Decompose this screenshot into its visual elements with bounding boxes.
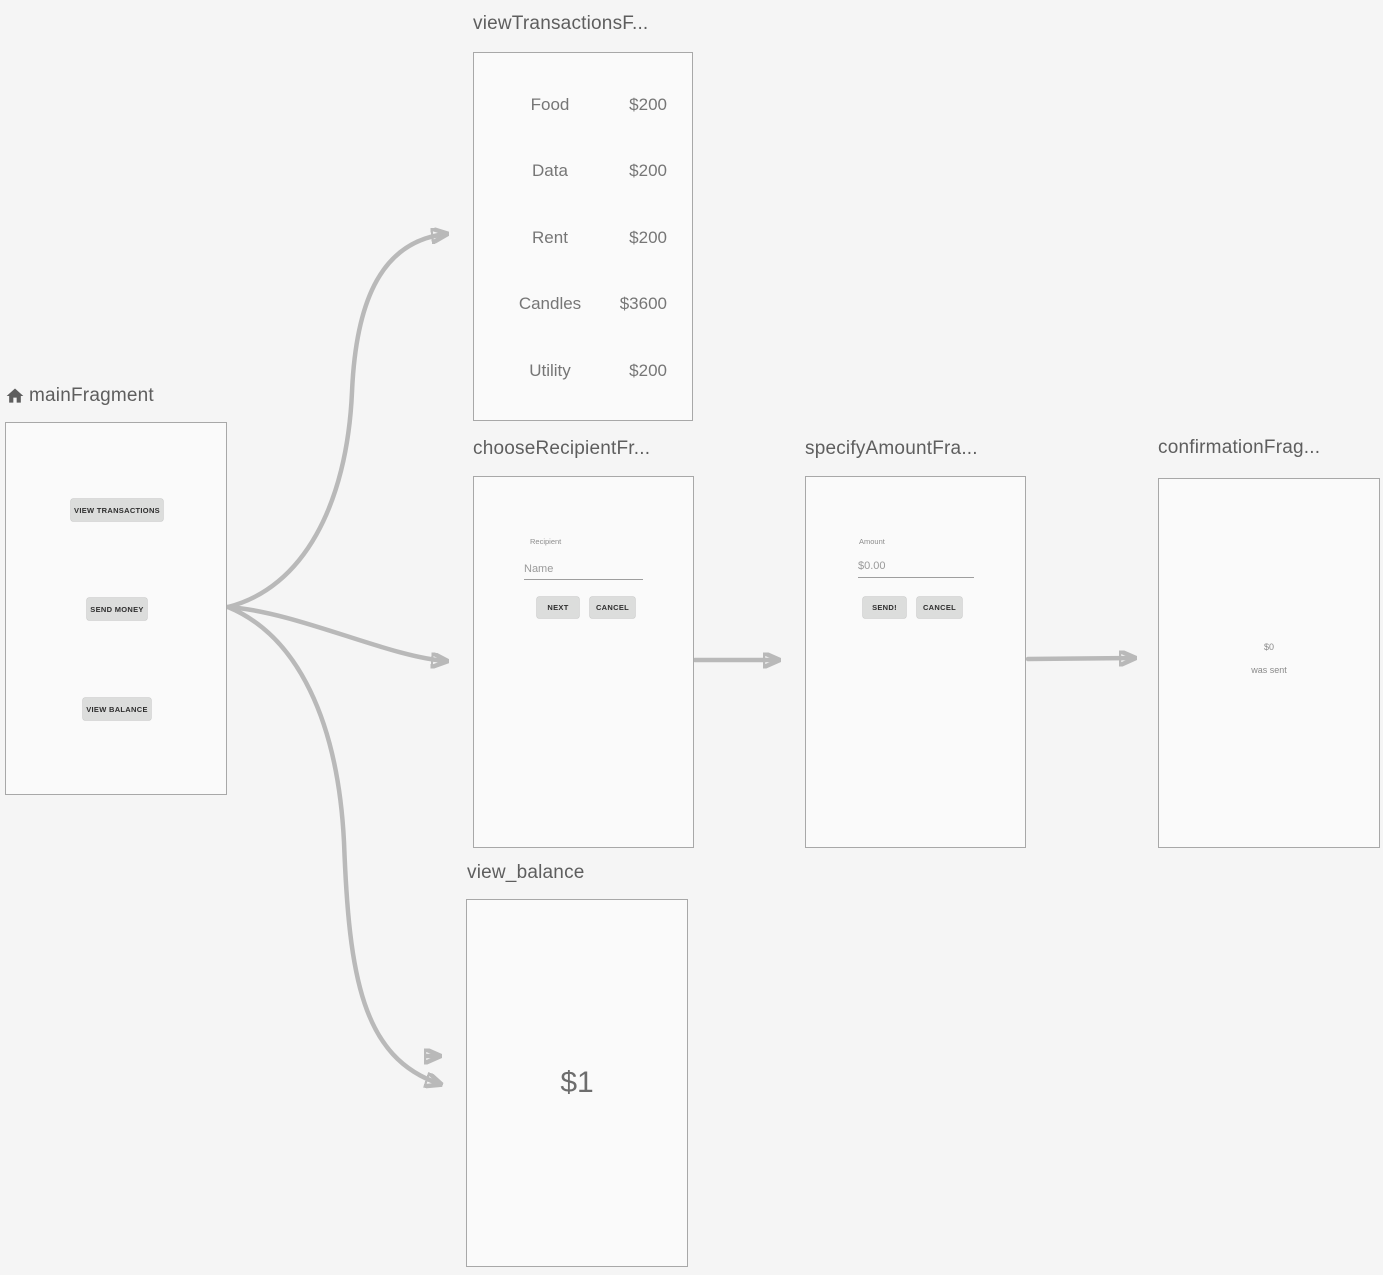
- amount-input-underline: [858, 577, 974, 578]
- transaction-label: Utility: [529, 361, 571, 380]
- home-icon: [6, 388, 24, 403]
- fragment-title-main[interactable]: mainFragment: [5, 385, 154, 407]
- transaction-row: Candles $3600: [474, 293, 692, 315]
- transaction-row: Utility $200: [474, 360, 692, 382]
- view-transactions-button[interactable]: VIEW TRANSACTIONS: [71, 499, 163, 521]
- confirmation-amount: $0: [1263, 642, 1274, 652]
- transaction-amount: $200: [629, 95, 667, 114]
- recipient-field-label: Recipient: [530, 537, 562, 546]
- fragment-chooserecipient[interactable]: Recipient Name NEXT CANCEL: [473, 476, 694, 848]
- fragment-title-chooserecipient-label: chooseRecipientFr...: [473, 438, 651, 459]
- fragment-title-specifyamount[interactable]: specifyAmountFra...: [805, 438, 978, 460]
- transaction-row: Food $200: [474, 94, 692, 116]
- action-specifyamount-to-confirmation[interactable]: [1025, 658, 1134, 659]
- fragment-title-transactions-label: viewTransactionsF...: [473, 13, 649, 34]
- fragment-title-specifyamount-label: specifyAmountFra...: [805, 438, 978, 459]
- send-button[interactable]: SEND!: [863, 597, 906, 618]
- fragment-viewtransactions[interactable]: Food $200 Data $200 Rent $200 Candles $3…: [473, 52, 693, 421]
- transaction-amount: $3600: [619, 294, 667, 313]
- transaction-label: Candles: [518, 294, 582, 313]
- action-main-to-viewtransactions[interactable]: [225, 234, 446, 610]
- balance-amount: $1: [560, 1066, 594, 1099]
- next-button[interactable]: NEXT: [537, 597, 579, 618]
- amount-field-label: Amount: [859, 537, 885, 546]
- transaction-label: Food: [530, 95, 570, 114]
- fragment-title-transactions[interactable]: viewTransactionsF...: [473, 13, 648, 35]
- fragment-title-confirmation[interactable]: confirmationFrag...: [1158, 437, 1320, 459]
- recipient-name-input[interactable]: Name: [524, 563, 554, 575]
- transaction-label: Data: [532, 161, 568, 180]
- fragment-title-viewbalance-label: view_balance: [467, 862, 585, 883]
- transaction-label: Rent: [532, 228, 568, 247]
- transaction-amount: $200: [629, 361, 667, 380]
- action-main-to-viewbalance[interactable]: [225, 604, 440, 1084]
- transaction-amount: $200: [629, 161, 667, 180]
- fragment-title-chooserecipient[interactable]: chooseRecipientFr...: [473, 438, 650, 460]
- cancel-button[interactable]: CANCEL: [917, 597, 962, 618]
- fragment-confirmation[interactable]: $0 was sent: [1158, 478, 1380, 848]
- fragment-title-viewbalance[interactable]: view_balance: [467, 862, 585, 884]
- fragment-title-main-label: mainFragment: [29, 385, 154, 406]
- confirmation-message: was sent: [1251, 665, 1287, 675]
- view-balance-button[interactable]: VIEW BALANCE: [83, 698, 151, 720]
- fragment-specifyamount[interactable]: Amount $0.00 SEND! CANCEL: [805, 476, 1026, 848]
- fragment-viewbalance[interactable]: $1: [466, 899, 688, 1267]
- amount-input[interactable]: $0.00: [858, 560, 886, 572]
- fragment-title-confirmation-label: confirmationFrag...: [1158, 437, 1321, 458]
- cancel-button[interactable]: CANCEL: [590, 597, 635, 618]
- send-money-button[interactable]: SEND MONEY: [87, 598, 147, 620]
- transaction-amount: $200: [629, 228, 667, 247]
- transaction-row: Data $200: [474, 160, 692, 182]
- transaction-row: Rent $200: [474, 227, 692, 249]
- action-main-to-chooserecipient[interactable]: [225, 604, 446, 661]
- recipient-input-underline: [524, 579, 643, 580]
- fragment-main[interactable]: VIEW TRANSACTIONS SEND MONEY VIEW BALANC…: [5, 422, 227, 795]
